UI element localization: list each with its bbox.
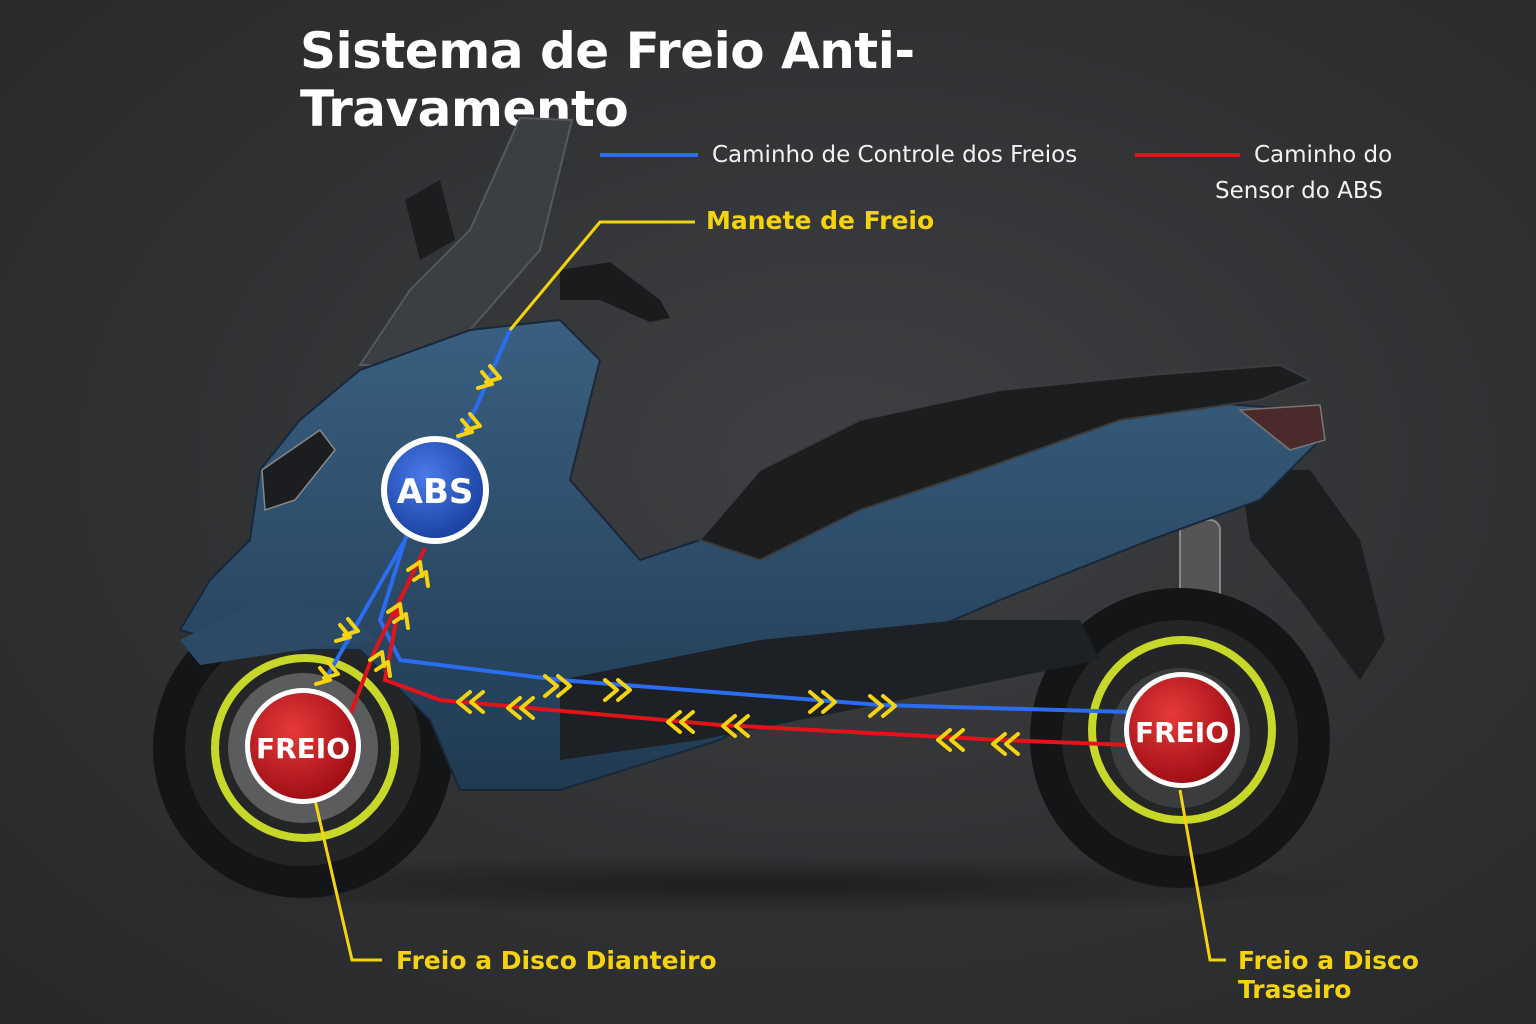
front-brake-badge-label: FREIO <box>256 732 350 765</box>
front-brake-ring <box>211 654 399 842</box>
abs-badge-label: ABS <box>397 472 474 512</box>
headlight <box>261 428 336 512</box>
callout-rear-disc: Freio a Disco Traseiro <box>1238 946 1419 1004</box>
rear-fender <box>1240 470 1385 680</box>
floorboard <box>560 620 1100 760</box>
seat <box>698 363 1313 562</box>
rear-brake-badge-fill <box>1129 677 1235 783</box>
leader-rear-disc <box>1178 789 1226 962</box>
legend-sensor-label-line2: Sensor do ABS <box>1215 178 1383 204</box>
ground-shadow <box>120 855 1400 915</box>
tail-light <box>1238 404 1326 451</box>
rear-brake-ring <box>1088 636 1276 824</box>
front-fender <box>180 600 380 665</box>
callout-front-disc: Freio a Disco Dianteiro <box>396 946 717 975</box>
abs-badge-fill <box>387 442 483 538</box>
legend-sensor-label-line1: Caminho do <box>1254 142 1393 168</box>
leader-brake-lever <box>508 220 695 331</box>
legend-control-label: Caminho de Controle dos Freios <box>712 142 1078 168</box>
front-brake-badge-fill <box>250 693 356 799</box>
rear-brake-badge-label: FREIO <box>1135 716 1229 749</box>
callout-brake-lever: Manete de Freio <box>706 206 935 235</box>
mirror <box>405 180 455 260</box>
flow-chevrons <box>314 364 1020 756</box>
leader-front-disc <box>313 799 382 962</box>
page-title: Sistema de Freio Anti-Travamento <box>300 22 915 138</box>
handlebar <box>560 262 670 322</box>
